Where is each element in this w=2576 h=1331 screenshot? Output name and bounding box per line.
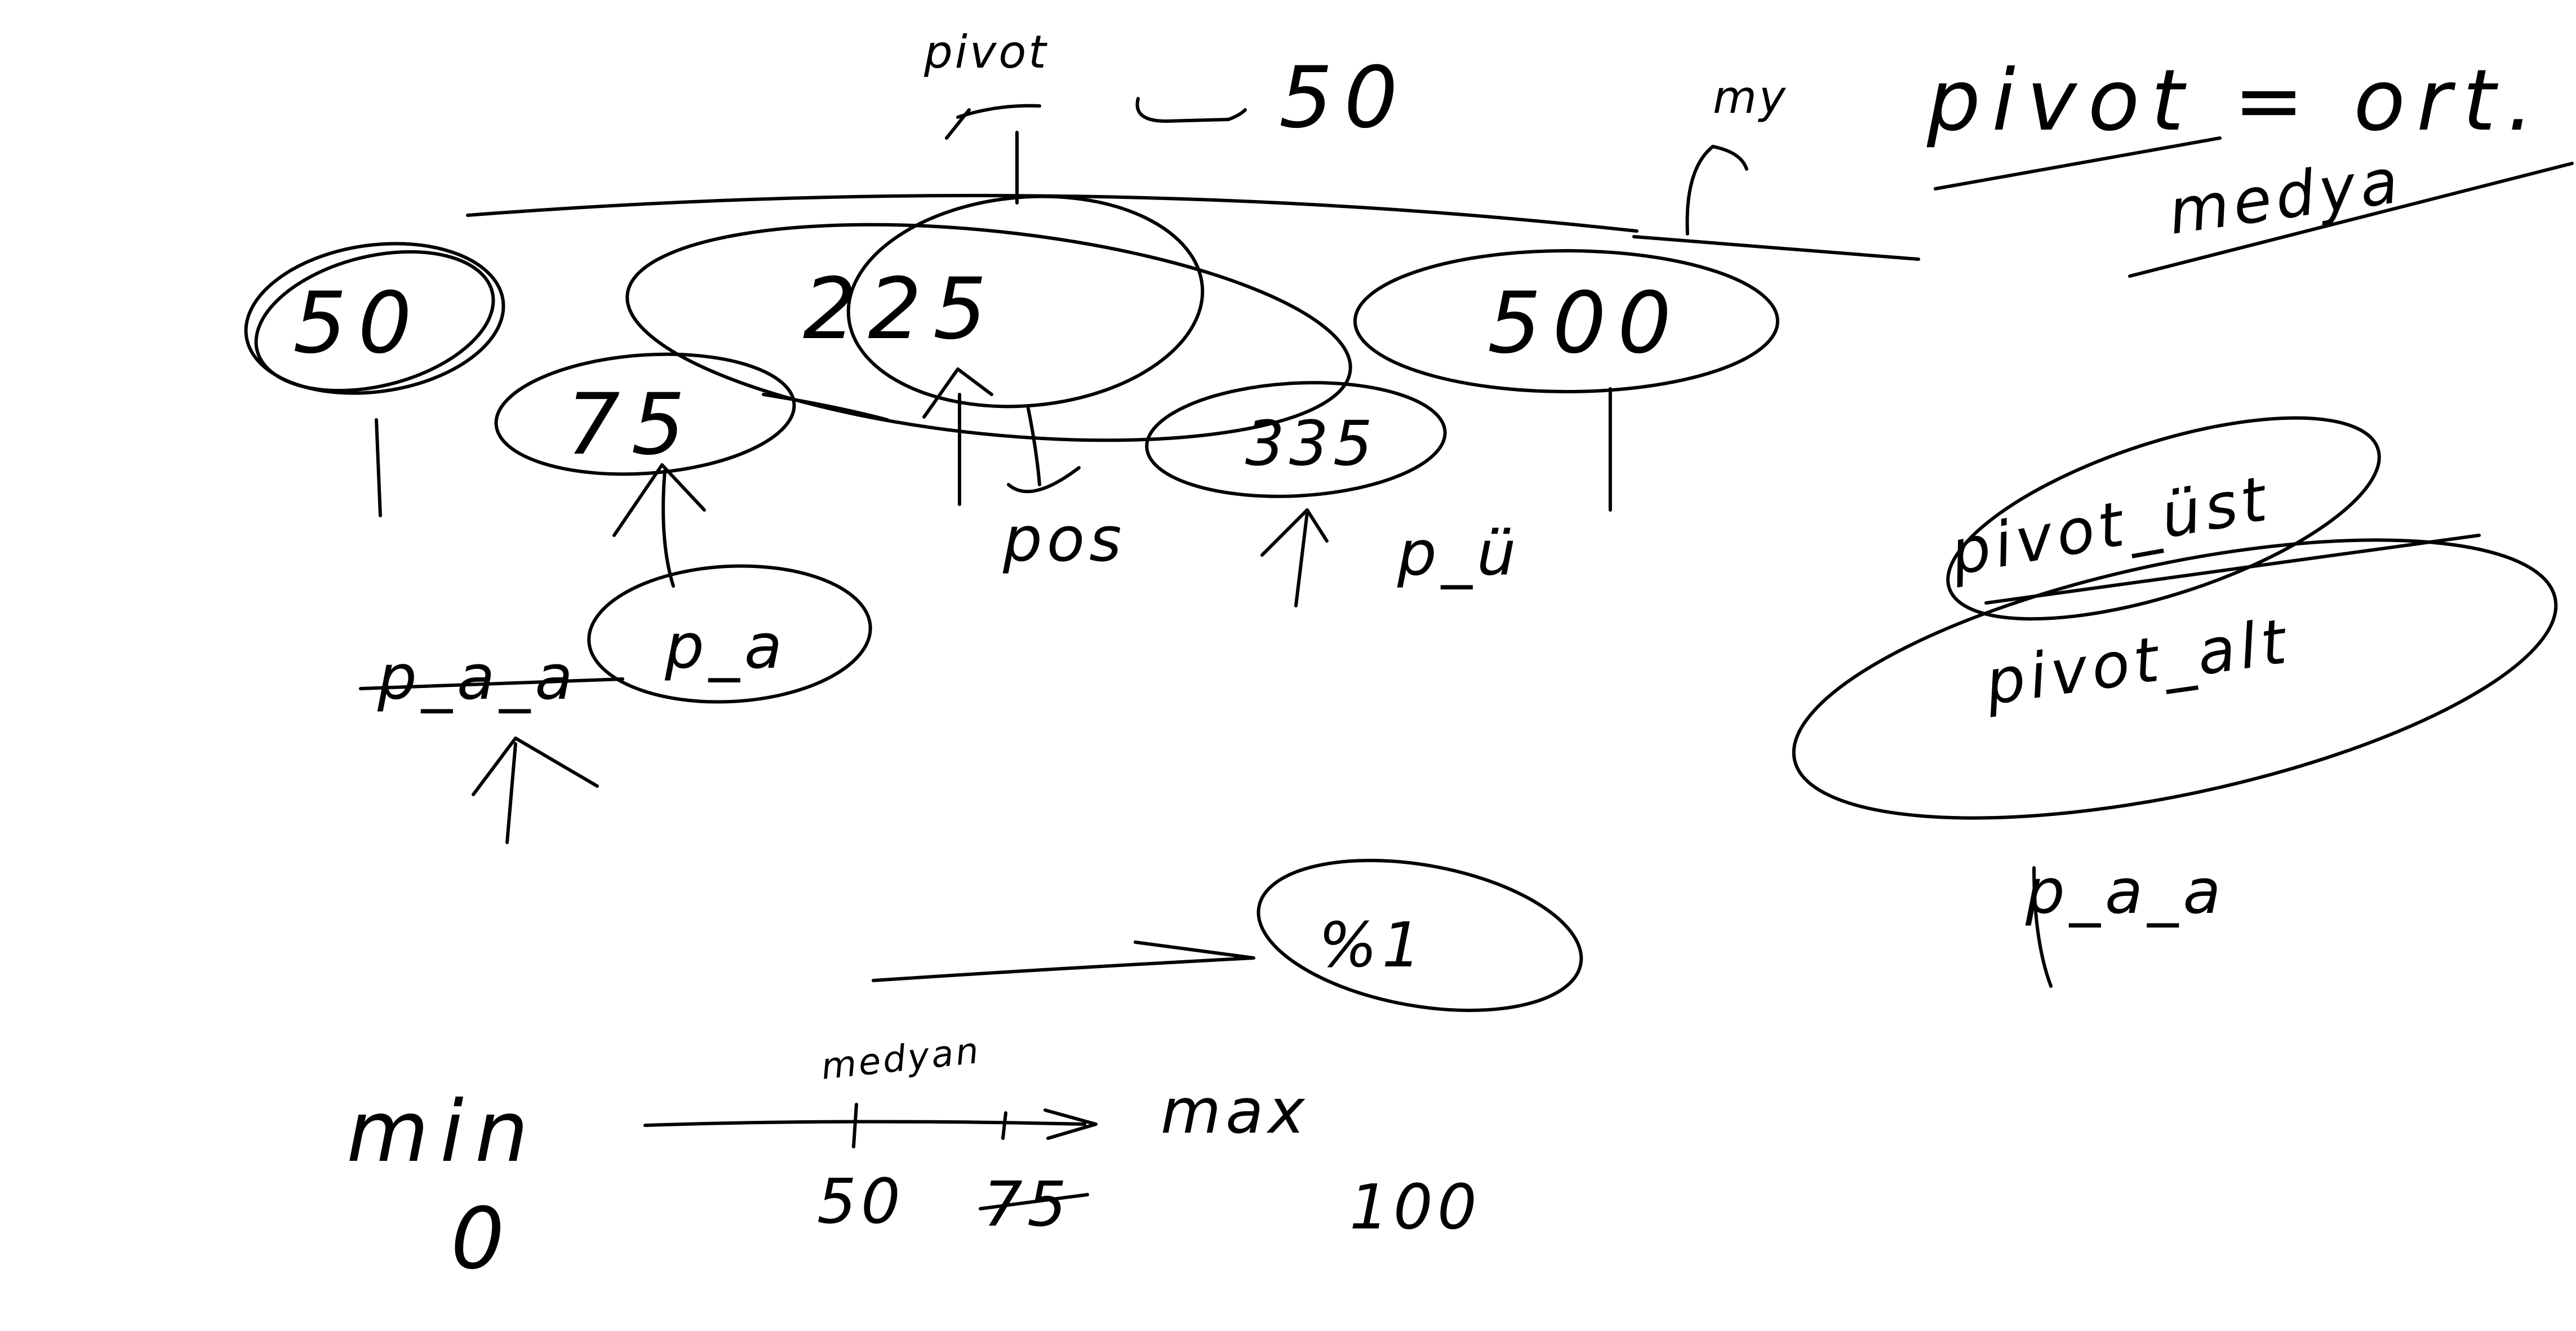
node-500-label: 500 (1487, 274, 1682, 372)
node-50-circle-inner (254, 250, 495, 393)
node-225-pos-arrow (1007, 407, 1081, 494)
pivot-alt-label: pivot_alt (1980, 605, 2295, 719)
node-335-arrow (1260, 508, 1329, 607)
node-225: 225 (625, 194, 1352, 506)
node-pa: p_a (587, 469, 872, 704)
node-pa-circle (587, 564, 872, 704)
node-225-arrow-up (922, 367, 993, 419)
notes-title: pivot = ort. (1926, 52, 2545, 150)
node-500-circle (1353, 249, 1779, 393)
p-a-a-stem (2032, 866, 2053, 988)
notes-subtitle: medya (2164, 144, 2407, 249)
node-225-outer (625, 223, 1352, 442)
node-50-circle (244, 242, 505, 395)
node-225-inner (846, 194, 1205, 409)
paa-label: p_a_a (377, 641, 578, 713)
node-225-label: 225 (803, 260, 998, 358)
top-value-label: 50 (1279, 49, 1409, 147)
pct-label: %1 (1318, 909, 1426, 981)
node-335-circle (1145, 381, 1447, 498)
node-pct: %1 (872, 858, 1583, 1013)
node-pa-label: p_a (664, 610, 787, 682)
node-75-arrow (612, 463, 706, 537)
max-value: 100 (1349, 1171, 1481, 1243)
hook-stroke (1135, 97, 1247, 123)
number-line-axis (643, 1108, 1098, 1140)
top-arc (466, 193, 1638, 233)
struck-tick (1001, 1111, 1007, 1140)
node-500: 500 (1353, 249, 1779, 512)
paa-up-arrow (472, 737, 599, 844)
pivot-alt-strike (1984, 534, 2481, 605)
struck-value-strike (979, 1193, 1089, 1210)
node-75: 75 (494, 352, 889, 537)
node-335-label: 335 (1245, 407, 1377, 480)
top-right-line (1632, 235, 1920, 261)
pos-label: pos (1002, 503, 1126, 575)
max-label: max (1161, 1075, 1309, 1147)
my-label: my (1713, 71, 1788, 123)
median-value: 50 (817, 1165, 905, 1237)
node-50-label: 50 (293, 274, 423, 372)
node-50-stem (375, 418, 382, 517)
pu-label: p_ü (1397, 517, 1521, 589)
paa-strike (359, 677, 624, 690)
median-label: medyan (819, 1030, 983, 1088)
node-75-label: 75 (566, 376, 696, 474)
number-line: min medyan max 0 50 75 100 (347, 1030, 1481, 1288)
right-notes: pivot = ort. medya pivot_üst pivot_alt p… (1792, 52, 2574, 988)
pivot-arrow (945, 104, 1041, 140)
pivot-label: pivot (923, 26, 1049, 78)
notes-title-underline (1934, 136, 2222, 190)
pivot-alt-circle (1792, 538, 2558, 820)
p-a-a-note: p_a_a (2025, 855, 2226, 928)
median-tick (852, 1103, 858, 1148)
subtitle-strike (2128, 162, 2574, 278)
pct-circle (1256, 858, 1583, 1013)
pivot-ust-circle (1946, 416, 2381, 621)
node-75-circle (494, 352, 796, 476)
min-label: min (347, 1083, 540, 1181)
node-75-pointer (762, 393, 889, 422)
top-annotations: pivot 50 my (466, 26, 1920, 261)
node-pa-link (661, 469, 675, 588)
node-50: 50 (244, 242, 505, 517)
pct-arrow (872, 940, 1255, 982)
min-value: 0 (451, 1190, 516, 1288)
p-a-a-left: p_a_a (359, 641, 624, 844)
my-arrow (1685, 145, 1748, 236)
node-335: 335 (1145, 381, 1447, 607)
